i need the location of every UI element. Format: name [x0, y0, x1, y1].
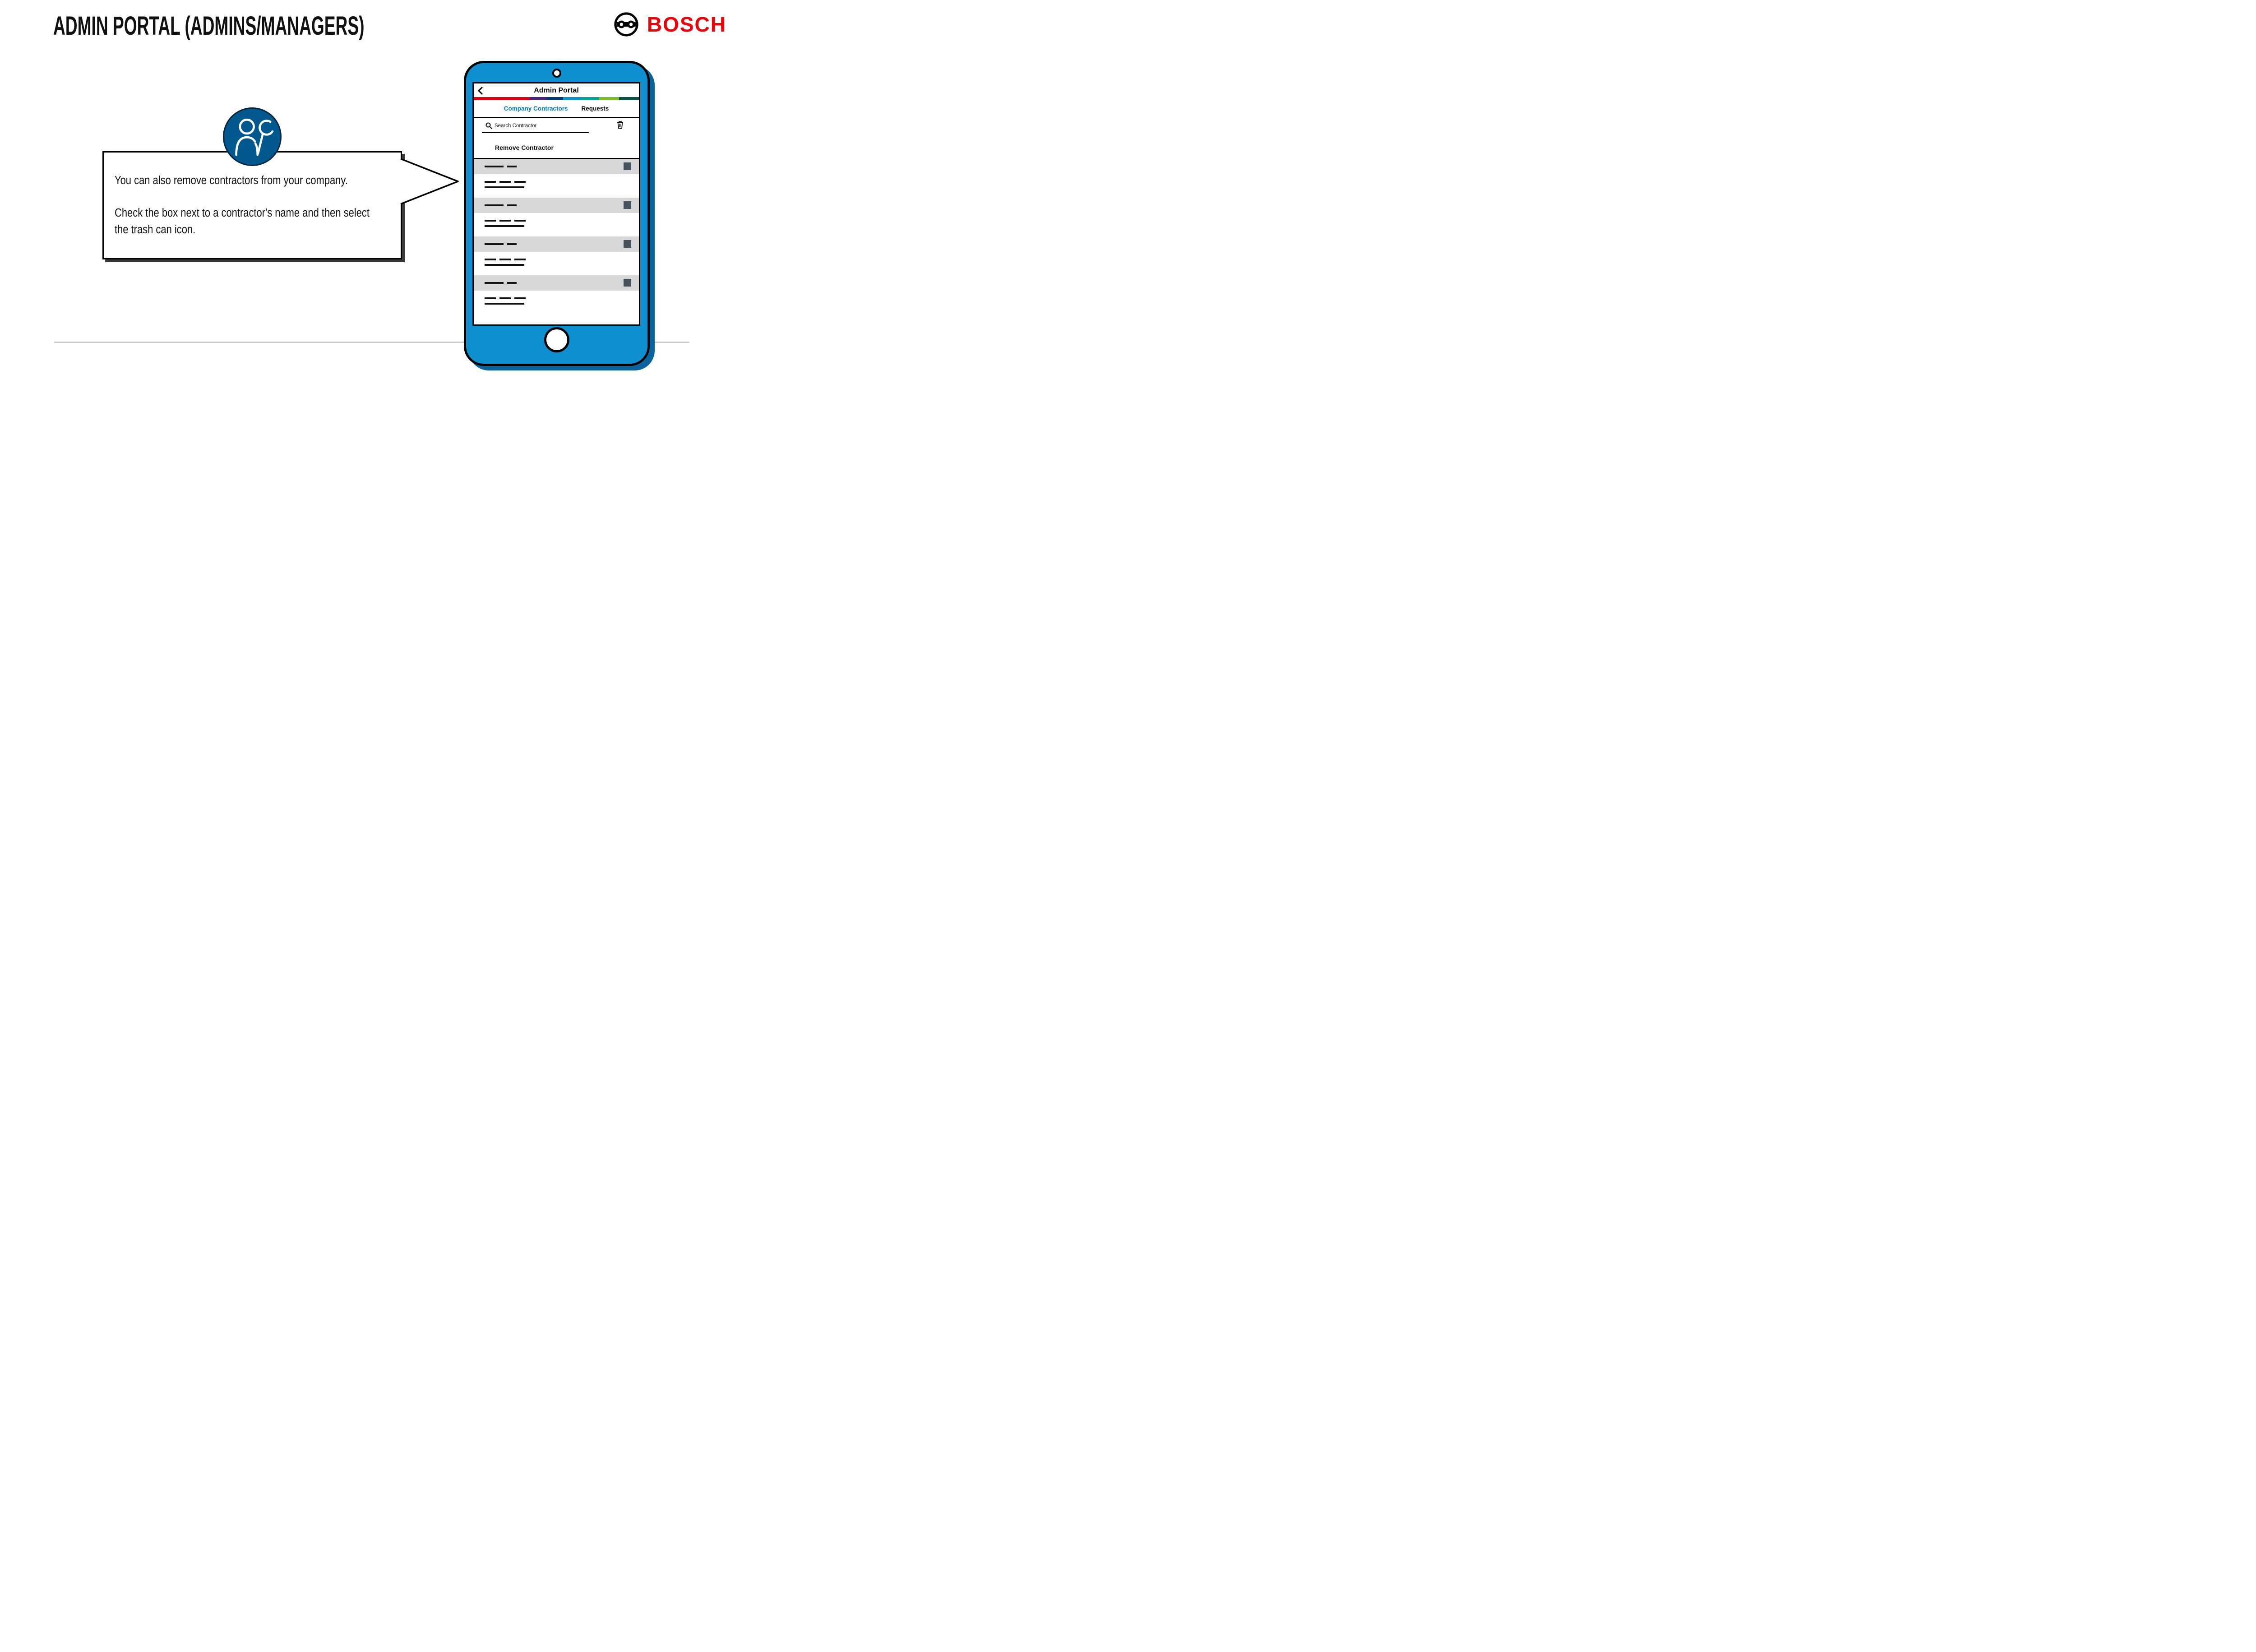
contractor-name-row[interactable] — [474, 236, 639, 252]
app-header: Admin Portal — [474, 83, 639, 97]
contractor-row — [474, 275, 639, 314]
placeholder-dash — [499, 259, 511, 260]
placeholder-dash — [485, 243, 504, 245]
contractor-name-row[interactable] — [474, 275, 639, 291]
supergraphic-segment — [619, 97, 639, 100]
bosch-wordmark: BOSCH — [647, 13, 726, 36]
details-placeholder-line — [485, 303, 524, 305]
details-placeholder — [485, 259, 526, 260]
app-title: Admin Portal — [534, 87, 579, 94]
contractor-service-badge — [223, 107, 282, 166]
callout-text: You can also remove contractors from you… — [115, 172, 370, 238]
search-row: Search Contractor — [474, 118, 639, 137]
baseline-divider — [54, 342, 689, 343]
supergraphic-segment — [563, 97, 581, 100]
tab-company-contractors[interactable]: Company Contractors — [504, 105, 568, 112]
phone-mockup: Admin Portal Company Contractors Request… — [464, 61, 650, 366]
callout-paragraph-2-line-1: Check the box next to a contractor's nam… — [115, 207, 370, 219]
placeholder-dash — [507, 166, 517, 167]
placeholder-dash — [514, 259, 526, 260]
callout-paragraph-2-line-2: the trash can icon. — [115, 223, 196, 236]
contractor-checkbox[interactable] — [624, 240, 631, 248]
placeholder-dash — [499, 220, 511, 222]
placeholder-dash — [499, 297, 511, 299]
callout-pointer — [400, 158, 459, 205]
contractor-details-row — [474, 291, 639, 314]
supergraphic-segment — [546, 97, 563, 100]
placeholder-dash — [485, 204, 504, 206]
contractor-checkbox[interactable] — [624, 201, 631, 209]
home-button[interactable] — [544, 327, 569, 352]
contractor-name-row[interactable] — [474, 159, 639, 174]
details-placeholder — [485, 181, 526, 183]
details-placeholder-line — [485, 225, 524, 227]
contractor-details-row — [474, 252, 639, 275]
contractor-checkbox[interactable] — [624, 162, 631, 170]
placeholder-dash — [485, 181, 496, 183]
details-placeholder-line — [485, 186, 524, 188]
page-title: ADMIN PORTAL (ADMINS/MANAGERS) — [53, 11, 365, 41]
trash-icon[interactable] — [616, 120, 624, 129]
placeholder-dash — [507, 282, 517, 284]
supergraphic-segment — [599, 97, 619, 100]
contractor-list — [474, 159, 639, 314]
placeholder-dash — [485, 220, 496, 222]
callout-paragraph-1: You can also remove contractors from you… — [115, 174, 348, 187]
details-placeholder — [485, 297, 526, 299]
back-icon[interactable] — [478, 87, 483, 95]
contractor-row — [474, 198, 639, 236]
placeholder-dash — [507, 243, 517, 245]
callout: You can also remove contractors from you… — [102, 151, 459, 259]
contractor-details-row — [474, 213, 639, 236]
details-placeholder-line — [485, 264, 524, 266]
placeholder-dash — [514, 220, 526, 222]
contractor-row — [474, 236, 639, 275]
contractor-row — [474, 159, 639, 198]
details-placeholder — [485, 220, 526, 222]
slide: ADMIN PORTAL (ADMINS/MANAGERS) BOSCH Adm… — [0, 0, 733, 413]
bosch-emblem-icon — [614, 12, 638, 37]
supergraphic-segment — [474, 97, 530, 100]
search-input[interactable]: Search Contractor — [495, 123, 537, 129]
remove-contractor-label: Remove Contractor — [495, 144, 554, 151]
contractor-name-row[interactable] — [474, 198, 639, 213]
bosch-logo: BOSCH — [614, 12, 726, 37]
placeholder-dash — [514, 181, 526, 183]
contractor-details-row — [474, 174, 639, 198]
placeholder-dash — [507, 204, 517, 206]
bosch-supergraphic — [474, 97, 639, 100]
person-wrench-icon — [235, 118, 274, 156]
contractor-checkbox[interactable] — [624, 279, 631, 287]
supergraphic-segment — [530, 97, 547, 100]
tabs-divider — [474, 117, 639, 118]
phone-screen: Admin Portal Company Contractors Request… — [472, 82, 640, 326]
tab-requests[interactable]: Requests — [581, 105, 609, 112]
tabs: Company Contractors Requests — [474, 100, 639, 117]
camera-dot — [552, 69, 561, 78]
placeholder-dash — [485, 166, 504, 167]
supergraphic-segment — [581, 97, 600, 100]
search-underline — [482, 132, 589, 133]
list-divider — [474, 158, 639, 159]
placeholder-dash — [485, 282, 504, 284]
placeholder-dash — [514, 297, 526, 299]
search-icon — [485, 122, 492, 129]
placeholder-dash — [485, 259, 496, 260]
placeholder-dash — [485, 297, 496, 299]
placeholder-dash — [499, 181, 511, 183]
